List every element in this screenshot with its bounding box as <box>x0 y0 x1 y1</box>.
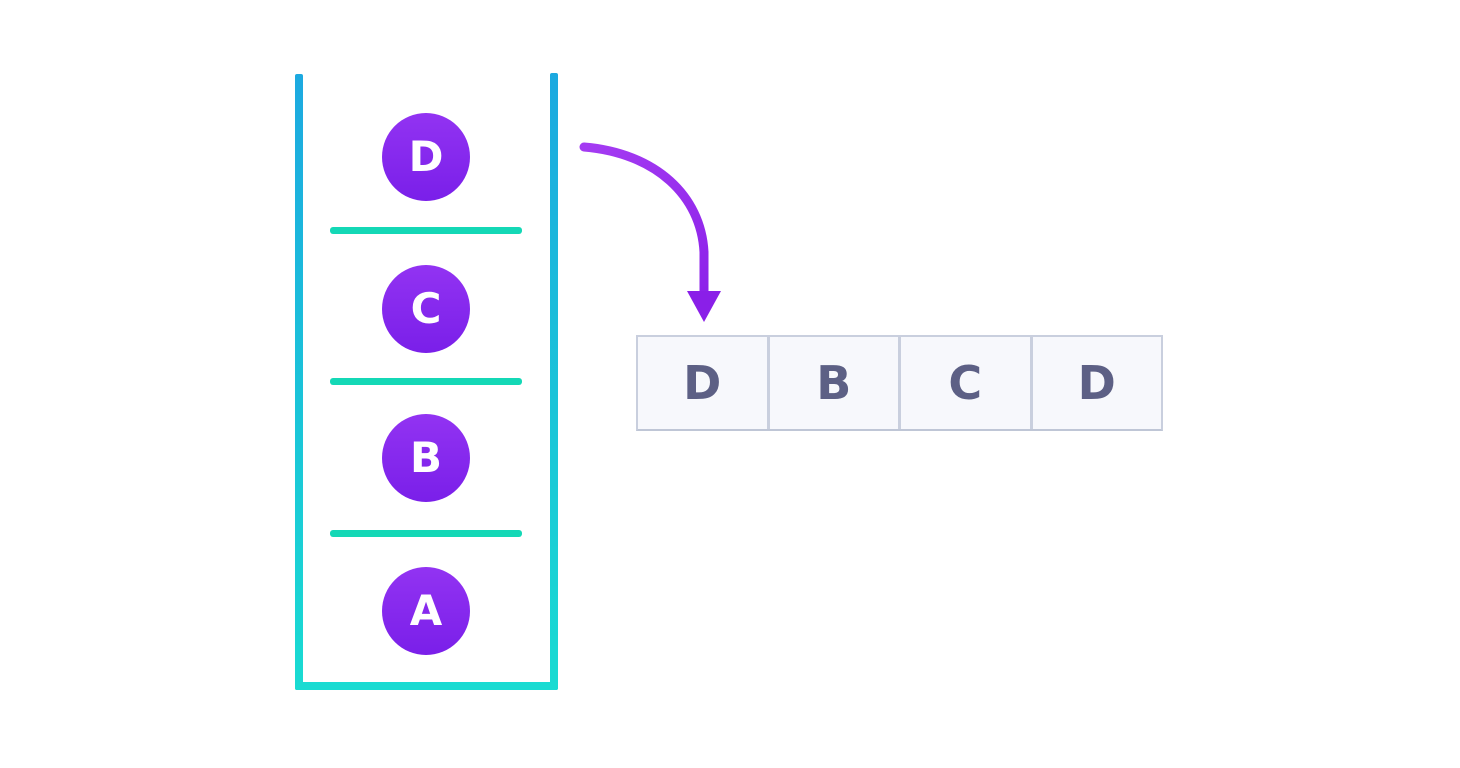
stack-node-label: D <box>408 132 444 181</box>
stack-node-top: D <box>382 113 470 201</box>
stack-node-label: A <box>409 586 443 635</box>
stack-wall-left <box>295 74 303 690</box>
array-cell-label: C <box>948 356 983 410</box>
stack-divider <box>330 378 522 385</box>
array-cell-label: D <box>683 356 722 410</box>
stack-divider <box>330 227 522 234</box>
stack-node-label: C <box>410 284 442 333</box>
stack-node-bottom: A <box>382 567 470 655</box>
array-cell: D <box>1029 337 1161 429</box>
array-cell-label: B <box>816 356 852 410</box>
stack-node: B <box>382 414 470 502</box>
stack-wall-bottom <box>295 682 558 690</box>
array-cell: B <box>766 337 898 429</box>
stack-node-label: B <box>409 433 442 482</box>
stack-wall-right <box>550 73 558 690</box>
array-cell-label: D <box>1077 356 1116 410</box>
array-cell: D <box>638 337 767 429</box>
stack-divider <box>330 530 522 537</box>
stack-node: C <box>382 265 470 353</box>
array-container: D B C D <box>636 335 1163 431</box>
array-cell: C <box>898 337 1030 429</box>
